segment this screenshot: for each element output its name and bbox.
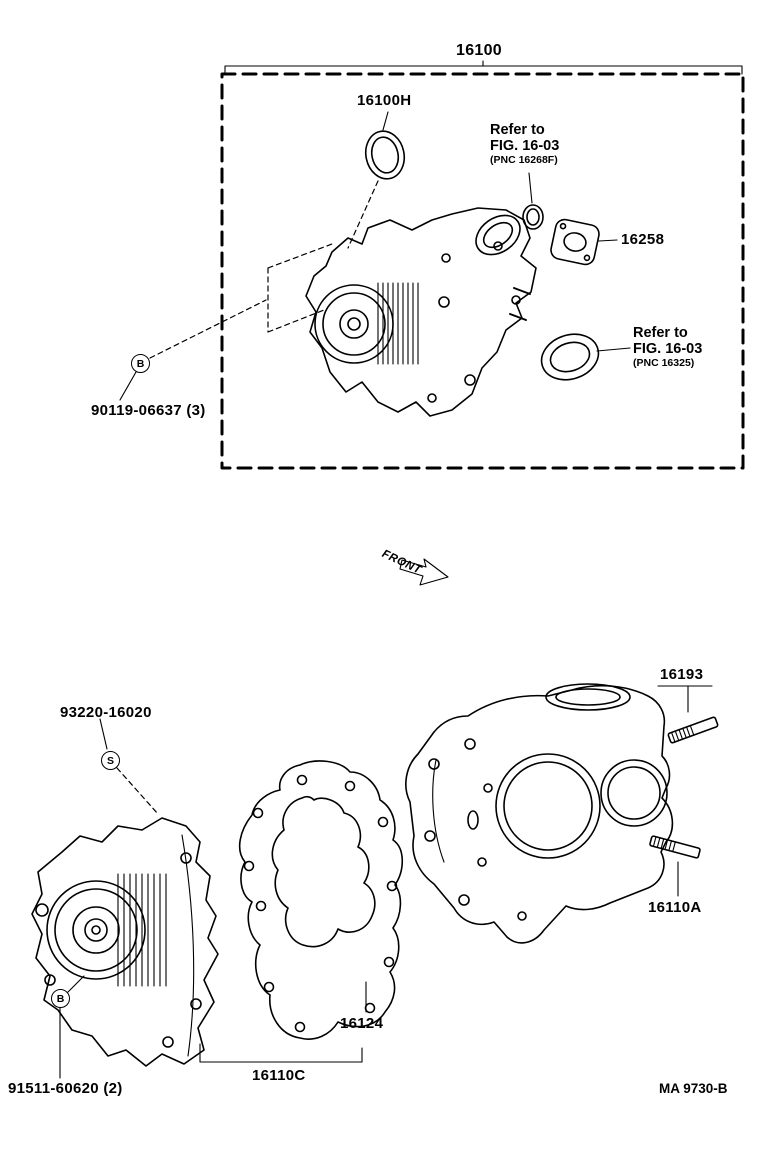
part-label-16110a: 16110A (648, 899, 702, 916)
part-label-16100: 16100 (456, 42, 502, 59)
assembly-bracket (224, 60, 743, 75)
front-arrow (399, 558, 449, 586)
part-label-16124: 16124 (340, 1015, 384, 1032)
stud-16193 (657, 685, 719, 744)
pump-gasket-16124 (238, 760, 404, 1040)
part-label-93220-16020: 93220-16020 (60, 704, 152, 721)
refer-note-seal: Refer to FIG. 16-03 (PNC 16325) (633, 325, 702, 369)
refer-note-pnc: (PNC 16268F) (490, 154, 558, 166)
plate-16258 (550, 218, 618, 266)
fastener-symbol-b-bottom: B (51, 989, 70, 1008)
leader-lines-top (119, 299, 267, 401)
refer-note-line: FIG. 16-03 (490, 138, 560, 154)
fastener-symbol-b-top: B (131, 354, 150, 373)
bracket-16110c (199, 1043, 363, 1063)
pump-fins (117, 873, 167, 987)
part-label-16100h: 16100H (357, 92, 412, 109)
small-oring (522, 172, 544, 230)
refer-note-upper: Refer to FIG. 16-03 (PNC 16268F) (490, 122, 559, 166)
oring-16100h (347, 111, 406, 249)
leader-lines-bottom (59, 718, 159, 1079)
assembly-boundary-box (220, 72, 745, 470)
part-label-91511-60620: 91511-60620 (2) (8, 1080, 123, 1097)
stud-16110a (649, 835, 701, 897)
refer-note-pnc: (PNC 16325) (633, 357, 695, 369)
water-pump-bottom-view (31, 817, 219, 1067)
part-label-16110c: 16110C (252, 1067, 306, 1084)
part-label-16258: 16258 (621, 231, 665, 248)
seal-ring (540, 333, 631, 381)
fastener-symbol-s: S (101, 751, 120, 770)
pump-fins (377, 282, 419, 365)
part-label-90119-06637: 90119-06637 (3) (91, 402, 206, 419)
refer-note-line: Refer to (490, 122, 545, 138)
inlet-housing (405, 683, 674, 944)
refer-note-line: Refer to (633, 325, 688, 341)
water-pump-top-view (267, 207, 537, 417)
refer-note-line: FIG. 16-03 (633, 341, 703, 357)
part-label-16193: 16193 (660, 666, 704, 683)
drawing-code: MA 9730-B (659, 1081, 728, 1096)
